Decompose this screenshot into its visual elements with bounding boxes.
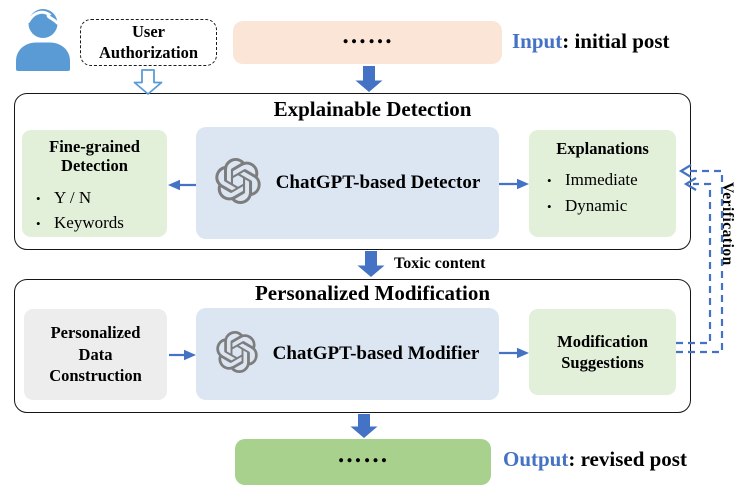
fine-grained-bullet-yn: • Y / N [36,185,167,211]
explanations-bullet-immediate-label: Immediate [565,170,638,190]
modification-suggestions-label: Modification Suggestions [557,331,648,372]
user-authorization-label: User Authorization [99,22,198,62]
fine-grained-bullet-keywords-label: Keywords [54,213,124,233]
chatgpt-modifier-box: ChatGPT-based Modifier [196,308,499,400]
explainable-detection-title: Explainable Detection [273,97,472,121]
user-authorization-box: User Authorization [80,19,217,66]
verification-label: Verification [719,182,736,266]
fine-grained-bullet-yn-label: Y / N [54,187,92,207]
explanations-bullet-dynamic-label: Dynamic [565,195,628,215]
detector-label: ChatGPT-based Detector [275,172,481,193]
explanations-box: Explanations • Immediate • Dynamic [529,130,676,237]
user-person-icon [9,5,77,73]
down-arrow-output [350,414,378,438]
output-caption-desc: : revised post [568,447,687,471]
fine-grained-title: Fine-grained Detection [49,137,140,176]
output-caption: Output: revised post [503,447,687,472]
explanations-bullet-dynamic: • Dynamic [547,193,676,219]
bullet-icon: • [36,190,41,206]
down-arrow-input [355,66,383,92]
input-caption-keyword: Input [512,29,563,53]
toxic-content-label: Toxic content [394,255,486,272]
bullet-icon: • [547,173,552,189]
personalized-data-construction-box: Personalized Data Construction [24,309,167,400]
fine-grained-bullet-keywords: • Keywords [36,210,167,236]
input-caption: Input: initial post [512,29,670,54]
down-arrow-toxic [357,251,385,277]
modifier-label: ChatGPT-based Modifier [272,343,480,364]
fine-grained-detection-box: Fine-grained Detection • Y / N • Keyword… [22,130,167,237]
explanations-bullet-immediate: • Immediate [547,167,676,193]
output-post-dots: …… [337,441,389,468]
input-caption-desc: : initial post [562,29,670,53]
bullet-icon: • [36,216,41,232]
personalized-data-construction-label: Personalized Data Construction [49,323,142,386]
hollow-arrow-authorization [133,69,163,95]
output-caption-keyword: Output [503,447,569,471]
openai-logo-icon [215,157,261,209]
bullet-icon: • [547,198,552,214]
input-post-dots: …… [341,21,394,49]
input-post-box: …… [233,21,502,64]
personalized-modification-title: Personalized Modification [254,281,491,305]
openai-logo-icon [215,330,258,378]
chatgpt-detector-box: ChatGPT-based Detector [196,127,499,239]
explanations-title: Explanations [556,139,649,158]
modification-suggestions-box: Modification Suggestions [529,309,676,395]
output-post-box: …… [235,439,491,485]
